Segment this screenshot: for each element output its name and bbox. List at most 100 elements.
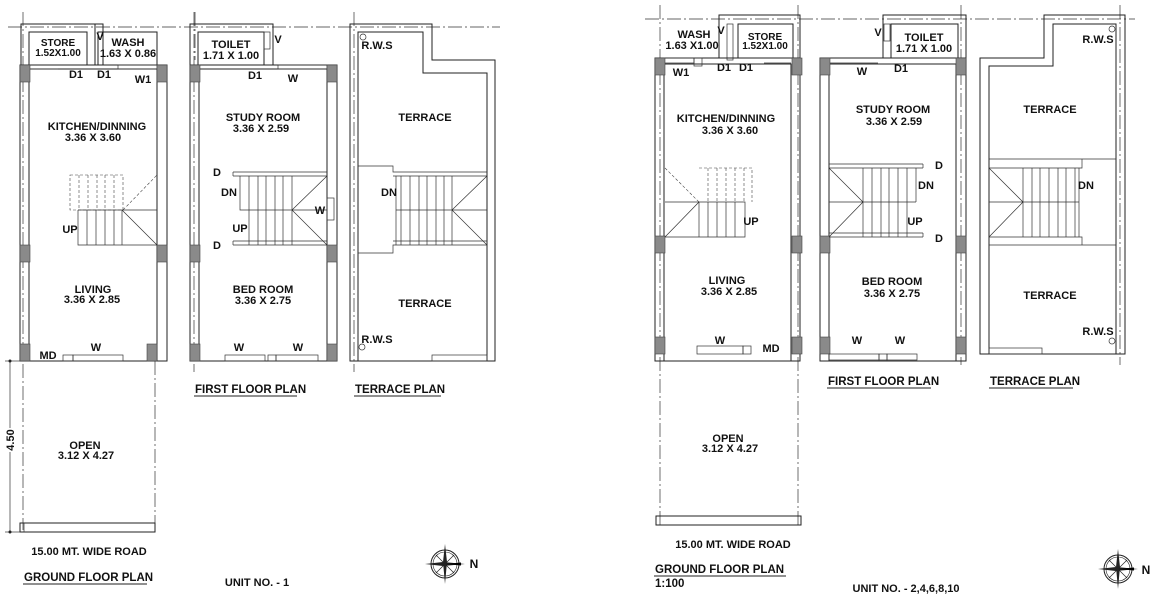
room-size-kitchen: 3.36 X 3.60 — [65, 132, 121, 144]
compound-wall — [655, 515, 802, 526]
window-label: W — [293, 342, 304, 354]
window-label: W1 — [135, 74, 152, 86]
road-label: 15.00 MT. WIDE ROAD — [31, 546, 147, 558]
stair-up-label: UP — [232, 223, 247, 235]
room-size-store: 1.52X1.00 — [742, 41, 788, 52]
window-label: W — [234, 342, 245, 354]
room-size-kitchen: 3.36 X 3.60 — [702, 125, 758, 137]
rain-water-spout-icon — [358, 343, 366, 351]
stair-down-label: DN — [918, 180, 934, 192]
window-mullion — [267, 354, 277, 362]
dimension-label: 4.50 — [5, 429, 17, 450]
room-label-living: LIVING — [75, 284, 112, 296]
room-label-store: STORE — [41, 38, 76, 49]
unit-label: UNIT NO. - 1 — [225, 577, 289, 589]
door-label: D1 — [97, 69, 111, 81]
column — [326, 343, 338, 362]
rws-label: R.W.S — [1082, 34, 1113, 46]
stair-down-label: DN — [1078, 180, 1094, 192]
room-label-study: STUDY ROOM — [226, 112, 300, 124]
window-label: W — [857, 66, 868, 78]
column — [156, 64, 168, 83]
stair-up-label: UP — [907, 216, 922, 228]
room-label-store: STORE — [748, 32, 783, 43]
room-size-toilet: 1.71 X 1.00 — [896, 43, 952, 55]
column — [19, 244, 31, 263]
column — [19, 343, 31, 362]
stair-up-label: UP — [743, 216, 758, 228]
parapet-wall — [988, 23, 1117, 355]
rws-label: R.W.S — [361, 334, 392, 346]
room-size-study: 3.36 X 2.59 — [233, 123, 289, 135]
staircase — [988, 167, 1080, 238]
window — [275, 354, 319, 362]
window — [326, 197, 335, 221]
unit-2-first-floor-plan: V TOILET 1.71 X 1.00 W D1 STUDY ROOM 3.3… — [819, 5, 967, 389]
room-size-bed: 3.36 X 2.75 — [864, 288, 920, 300]
wall — [19, 64, 168, 362]
wall — [654, 57, 801, 362]
rain-water-spout-icon — [1108, 25, 1116, 33]
column — [146, 343, 158, 362]
column — [791, 235, 803, 254]
area-label-open: OPEN — [69, 440, 100, 452]
area-label-open: OPEN — [712, 433, 743, 445]
parapet-opening — [431, 354, 488, 362]
stair-up-label: UP — [62, 224, 77, 236]
room-label-wash: WASH — [112, 37, 145, 49]
room-size-wash: 1.63 X1.00 — [665, 40, 718, 52]
unit-2-ground-floor-plan: WASH 1.63 X1.00 V STORE 1.52X1.00 W1 D1 … — [654, 5, 803, 590]
rws-label: R.W.S — [1082, 326, 1113, 338]
wall — [663, 63, 792, 362]
window — [886, 353, 918, 361]
road-label: 15.00 MT. WIDE ROAD — [675, 539, 791, 551]
window-label: W — [715, 335, 726, 347]
area-size-open: 3.12 X 4.27 — [702, 443, 758, 455]
door-label: D — [213, 240, 221, 252]
room-size-toilet: 1.71 X 1.00 — [203, 50, 259, 62]
unit-1-ground-floor-plan: 4.50 STORE 1.52X1.00 V WASH 1.63 X 0.86 … — [4, 12, 196, 585]
column — [819, 336, 831, 355]
column — [654, 235, 666, 254]
plan-title-terrace: TERRACE PLAN — [990, 376, 1080, 388]
room-label-living: LIVING — [709, 275, 746, 287]
wall — [28, 68, 158, 362]
ventilator-label: V — [717, 25, 725, 37]
ventilator — [726, 23, 734, 61]
column — [791, 336, 803, 355]
room-size-living: 3.36 X 2.85 — [64, 294, 120, 306]
unit-label: UNIT NO. - 2,4,6,8,10 — [853, 583, 960, 595]
rain-water-spout-icon — [1108, 337, 1116, 345]
area-label-terrace: TERRACE — [398, 298, 451, 310]
column — [955, 336, 967, 355]
door-label: D1 — [248, 70, 262, 82]
door-label: D1 — [717, 62, 731, 74]
main-door — [742, 345, 752, 355]
window — [72, 354, 124, 362]
parapet-wall — [357, 31, 488, 362]
parapet-wall — [349, 23, 496, 362]
unit-2-terrace-plan: R.W.S TERRACE DN TERRACE R.W.S TERRACE P… — [979, 5, 1126, 389]
window-label: W — [895, 335, 906, 347]
column — [955, 57, 967, 76]
room-label-wash: WASH — [678, 29, 711, 41]
door-label: D1 — [739, 62, 753, 74]
column — [189, 343, 201, 362]
unit-1: 4.50 STORE 1.52X1.00 V WASH 1.63 X 0.86 … — [4, 12, 500, 589]
window — [828, 353, 880, 361]
room-label-bed: BED ROOM — [233, 284, 294, 296]
window-label: W — [315, 205, 326, 217]
unit-1-first-floor-plan: TOILET 1.71 X 1.00 V D1 W STUDY ROOM 3.3… — [189, 12, 338, 397]
north-arrow-icon — [1097, 548, 1139, 590]
compound-wall — [19, 522, 156, 533]
unit-2: WASH 1.63 X1.00 V STORE 1.52X1.00 W1 D1 … — [645, 5, 1150, 595]
stair-cabin-wall — [989, 158, 1116, 246]
window-label: W — [91, 342, 102, 354]
window — [277, 64, 328, 70]
column — [189, 244, 201, 263]
column — [156, 244, 168, 263]
window — [117, 64, 158, 70]
staircase — [393, 175, 488, 246]
